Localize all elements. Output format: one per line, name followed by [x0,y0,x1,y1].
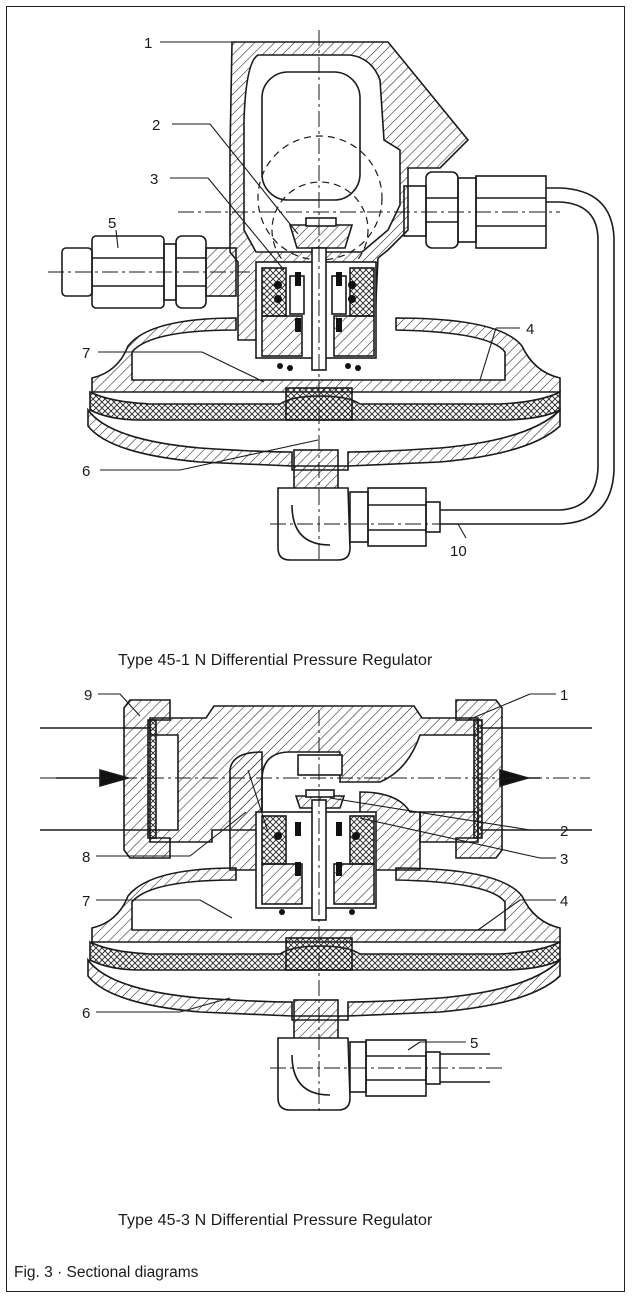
label-6-bottom: 6 [82,1005,90,1022]
label-5-bottom: 5 [470,1035,478,1052]
label-8: 8 [82,849,90,866]
label-6: 6 [82,463,90,480]
figure-frame [6,6,625,1292]
figure-caption: Fig. 3 · Sectional diagrams [14,1264,199,1281]
top-part-labels: 1 2 3 4 5 6 7 10 [82,35,534,560]
label-7: 7 [82,345,90,362]
bottom-part-labels: 9 1 8 2 3 7 4 6 5 [82,687,568,1052]
bottom-regulator-drawing [40,693,592,1112]
label-10: 10 [450,543,467,560]
label-7-bottom: 7 [82,893,90,910]
label-1-bottom: 1 [560,687,568,704]
bottom-diagram-caption: Type 45-3 N Differential Pressure Regula… [118,1212,433,1229]
top-regulator-drawing [48,30,615,561]
label-1: 1 [144,35,152,52]
label-2-bottom: 2 [560,823,568,840]
label-4-bottom: 4 [560,893,568,910]
label-3-bottom: 3 [560,851,568,868]
label-2: 2 [152,117,160,134]
label-3: 3 [150,171,158,188]
label-4: 4 [526,321,534,338]
label-5: 5 [108,215,116,232]
top-diagram-caption: Type 45-1 N Differential Pressure Regula… [118,652,433,669]
label-9: 9 [84,687,92,704]
